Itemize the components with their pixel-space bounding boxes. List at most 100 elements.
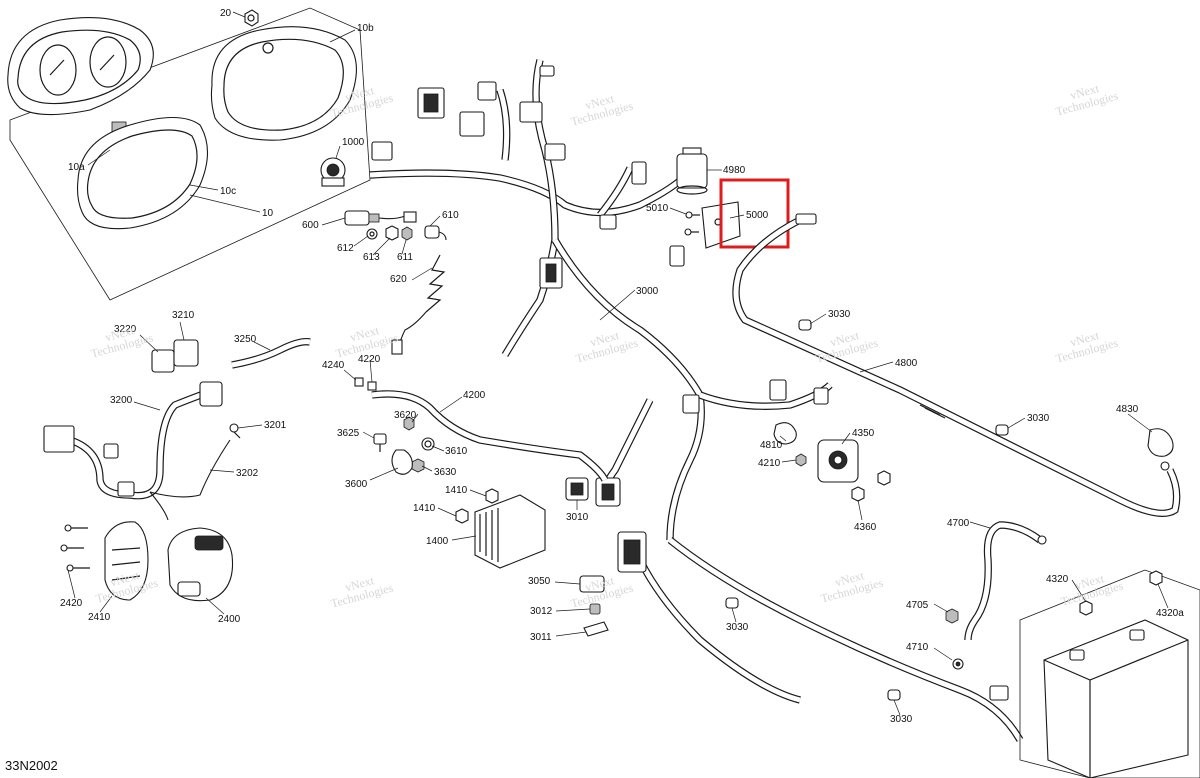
part-4320-battery[interactable] (1043, 619, 1189, 778)
callout-610[interactable]: 610 (442, 210, 459, 221)
callout-4220[interactable]: 4220 (358, 354, 381, 365)
callout-2410[interactable]: 2410 (88, 612, 111, 623)
callout-4705[interactable]: 4705 (906, 600, 929, 611)
part-2400-switch[interactable] (167, 527, 234, 602)
part-3610-washer[interactable] (421, 437, 435, 451)
part-4710-washer[interactable] (952, 658, 964, 670)
callout-3050[interactable]: 3050 (528, 576, 551, 587)
callout-10[interactable]: 10 (262, 208, 274, 219)
part-1410-nut-b[interactable] (455, 508, 469, 524)
callout-3220[interactable]: 3220 (114, 324, 137, 335)
callout-611[interactable]: 611 (397, 252, 413, 263)
part-613-nut[interactable] (385, 225, 399, 241)
callout-4980[interactable]: 4980 (723, 165, 746, 176)
part-3202-wire[interactable] (149, 439, 231, 521)
part-1410-nut-a[interactable] (485, 488, 499, 504)
callout-613[interactable]: 613 (363, 252, 380, 263)
callout-10c[interactable]: 10c (220, 186, 236, 197)
part-3625-bolt[interactable] (373, 433, 387, 452)
callout-3600[interactable]: 3600 (345, 479, 368, 490)
callout-3625[interactable]: 3625 (337, 428, 360, 439)
callout-2420[interactable]: 2420 (60, 598, 83, 609)
callout-4360[interactable]: 4360 (854, 522, 877, 533)
callout-2400[interactable]: 2400 (218, 614, 241, 625)
part-3030-clip-c[interactable] (725, 597, 739, 609)
part-4320-bolt-b[interactable] (1079, 600, 1093, 616)
callout-3610[interactable]: 3610 (445, 446, 468, 457)
part-620-spring-cable[interactable] (391, 254, 446, 355)
callout-3030c[interactable]: 3030 (726, 622, 749, 633)
cluster-bezel[interactable] (210, 26, 357, 141)
part-20-nut[interactable] (244, 9, 259, 27)
callout-1410a[interactable]: 1410 (445, 485, 468, 496)
callout-4350[interactable]: 4350 (852, 428, 875, 439)
harness-4200[interactable] (371, 390, 609, 482)
part-4350-solenoid[interactable] (817, 439, 859, 483)
callout-4200[interactable]: 4200 (463, 390, 486, 401)
callout-3200[interactable]: 3200 (110, 395, 133, 406)
callout-20[interactable]: 20 (220, 8, 232, 19)
callout-1410b[interactable]: 1410 (413, 503, 436, 514)
callout-4700[interactable]: 4700 (947, 518, 970, 529)
part-5010-screws[interactable] (684, 211, 700, 236)
callout-4320a[interactable]: 4320a (1156, 608, 1184, 619)
part-2420-screws[interactable] (60, 524, 90, 572)
callout-3000[interactable]: 3000 (636, 286, 659, 297)
callout-4320[interactable]: 4320 (1046, 574, 1069, 585)
callout-3010[interactable]: 3010 (566, 512, 589, 523)
part-3030-connector-e[interactable] (989, 685, 1009, 701)
part-4210-nut[interactable] (795, 453, 807, 467)
part-3030-clip-b[interactable] (995, 424, 1009, 436)
cluster-housing[interactable] (7, 16, 154, 133)
part-3600-cable[interactable] (391, 449, 413, 475)
callout-4240[interactable]: 4240 (322, 360, 345, 371)
part-3250-tube[interactable] (231, 337, 311, 369)
part-3010-connector[interactable] (565, 477, 589, 501)
harness-3200[interactable] (43, 381, 223, 500)
callout-3030a[interactable]: 3030 (828, 309, 851, 320)
part-3201-clip[interactable] (229, 423, 241, 439)
part-4705-terminal[interactable] (945, 608, 959, 624)
part-3220-connector[interactable] (151, 349, 175, 373)
harness-4800[interactable] (732, 213, 1181, 517)
callout-4800[interactable]: 4800 (895, 358, 918, 369)
part-3030-clip-a[interactable] (798, 319, 812, 331)
part-611-nut[interactable] (401, 226, 413, 241)
part-2410-housing[interactable] (104, 521, 149, 601)
callout-612[interactable]: 612 (337, 243, 354, 254)
callout-3202[interactable]: 3202 (236, 468, 259, 479)
part-4980-relay[interactable] (676, 147, 708, 195)
cluster-lens[interactable] (76, 117, 208, 230)
callout-600[interactable]: 600 (302, 220, 319, 231)
callout-4830[interactable]: 4830 (1116, 404, 1139, 415)
part-3620-nut[interactable] (403, 416, 415, 431)
callout-5010[interactable]: 5010 (646, 203, 669, 214)
part-1400-module[interactable] (474, 494, 546, 569)
part-3630-nut[interactable] (411, 458, 425, 473)
part-4830-boot[interactable] (1147, 428, 1174, 471)
harness-connectors[interactable] (371, 65, 829, 573)
callout-10a[interactable]: 10a (68, 162, 85, 173)
callout-620[interactable]: 620 (390, 274, 407, 285)
callout-4710[interactable]: 4710 (906, 642, 929, 653)
part-4360-bolt[interactable] (851, 486, 865, 502)
callout-4810[interactable]: 4810 (760, 440, 783, 451)
callout-1000[interactable]: 1000 (342, 137, 365, 148)
callout-3210[interactable]: 3210 (172, 310, 195, 321)
part-3011-bracket[interactable] (583, 621, 609, 637)
part-3210-connector[interactable] (173, 339, 199, 367)
callout-3250[interactable]: 3250 (234, 334, 257, 345)
part-4320a-bolt[interactable] (1149, 570, 1163, 586)
callout-5000[interactable]: 5000 (746, 210, 769, 221)
part-3030-clip-d[interactable] (887, 689, 901, 701)
callout-3630[interactable]: 3630 (434, 467, 457, 478)
callout-4210[interactable]: 4210 (758, 458, 781, 469)
callout-3620[interactable]: 3620 (394, 410, 417, 421)
part-4700-cable[interactable] (964, 521, 1047, 641)
callout-3011[interactable]: 3011 (530, 632, 552, 643)
part-4220[interactable] (367, 381, 377, 391)
callout-10b[interactable]: 10b (357, 23, 374, 34)
callout-1400[interactable]: 1400 (426, 536, 449, 547)
part-600-sensor[interactable] (344, 210, 417, 226)
part-4810-boot[interactable] (773, 422, 797, 445)
